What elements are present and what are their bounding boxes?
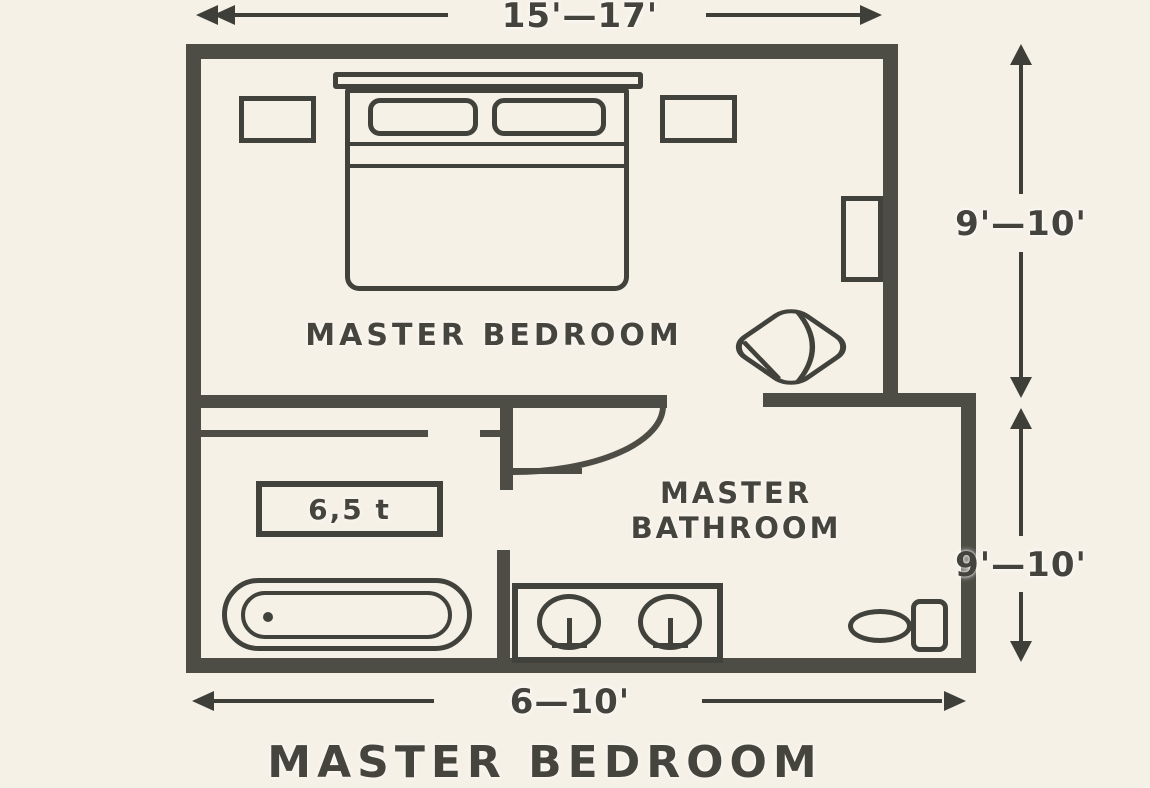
blanket-line-1: [348, 142, 626, 146]
pillow-left: [368, 98, 478, 136]
armchair-icon: [735, 309, 847, 385]
right-dim2-line-bottom: [1019, 592, 1023, 644]
floorplan-page: { "labels": { "bedroom": "MASTER BEDROOM…: [186, 0, 1087, 788]
pillow-right: [492, 98, 606, 136]
bath-partition-lower: [497, 550, 510, 662]
blanket-line-2: [348, 164, 626, 168]
bathtub-drain: [263, 612, 273, 622]
divider-wall-right: [763, 393, 963, 407]
bathtub-inner: [241, 591, 452, 639]
right-dim2-label: 9'—10': [955, 545, 1087, 585]
nightstand-right: [660, 95, 737, 143]
bottom-dim-line-right: [702, 699, 942, 703]
closet-wall-left: [201, 430, 428, 437]
faucet-left-stem: [567, 618, 572, 646]
right-dim1-line-top: [1019, 62, 1023, 194]
left-wall: [186, 44, 201, 673]
right-dim2-line-top: [1019, 426, 1023, 536]
bottom-dim-right-arrowhead-icon: [944, 691, 966, 711]
top-dim-left-arrowhead2-icon: [213, 5, 235, 25]
faucet-right-stem: [668, 618, 673, 646]
bottom-dim-label: 6—10': [509, 682, 631, 722]
bathroom-right-wall: [961, 393, 976, 673]
right-dim1-up-arrowhead-icon: [1010, 44, 1032, 65]
bed-headboard: [333, 72, 643, 89]
toilet-bowl: [848, 609, 912, 643]
bottom-dim-line-left: [212, 699, 434, 703]
closet-box: [256, 481, 443, 537]
bottom-dim-left-arrowhead-icon: [192, 691, 214, 711]
right-dim1-down-arrowhead-icon: [1010, 377, 1032, 398]
toilet-tank: [911, 599, 948, 652]
bedroom-label: MASTER BEDROOM: [305, 318, 683, 353]
closet-box-label: 6,5 t: [308, 493, 391, 526]
top-dim-right-arrowhead-icon: [860, 5, 882, 25]
bathroom-label: MASTER BATHROOM: [616, 476, 856, 546]
right-dim2-down-arrowhead-icon: [1010, 641, 1032, 662]
bedroom-right-wall: [883, 44, 898, 405]
door-swing-icon: [501, 405, 666, 475]
top-dim-left-arrowhead-icon: [196, 5, 218, 25]
top-dim-line-right: [706, 13, 862, 17]
bathroom-label-line2: BATHROOM: [630, 511, 842, 545]
nightstand-left: [239, 96, 316, 143]
closet-wall-right: [480, 430, 507, 437]
faucet-left-bar: [552, 643, 587, 648]
top-dim-label: 15'—17': [501, 0, 659, 36]
right-dim1-label: 9'—10': [955, 204, 1087, 244]
right-dim2-up-arrowhead-icon: [1010, 408, 1032, 429]
bottom-title: MASTER BEDROOM: [267, 737, 823, 788]
dresser: [841, 196, 883, 282]
top-dim-line-left: [230, 13, 448, 17]
bathroom-label-line1: MASTER: [659, 476, 813, 510]
top-wall: [186, 44, 898, 59]
right-dim1-line-bottom: [1019, 252, 1023, 380]
divider-wall-left: [201, 395, 667, 408]
faucet-right-bar: [653, 643, 688, 648]
bottom-wall: [186, 658, 976, 673]
